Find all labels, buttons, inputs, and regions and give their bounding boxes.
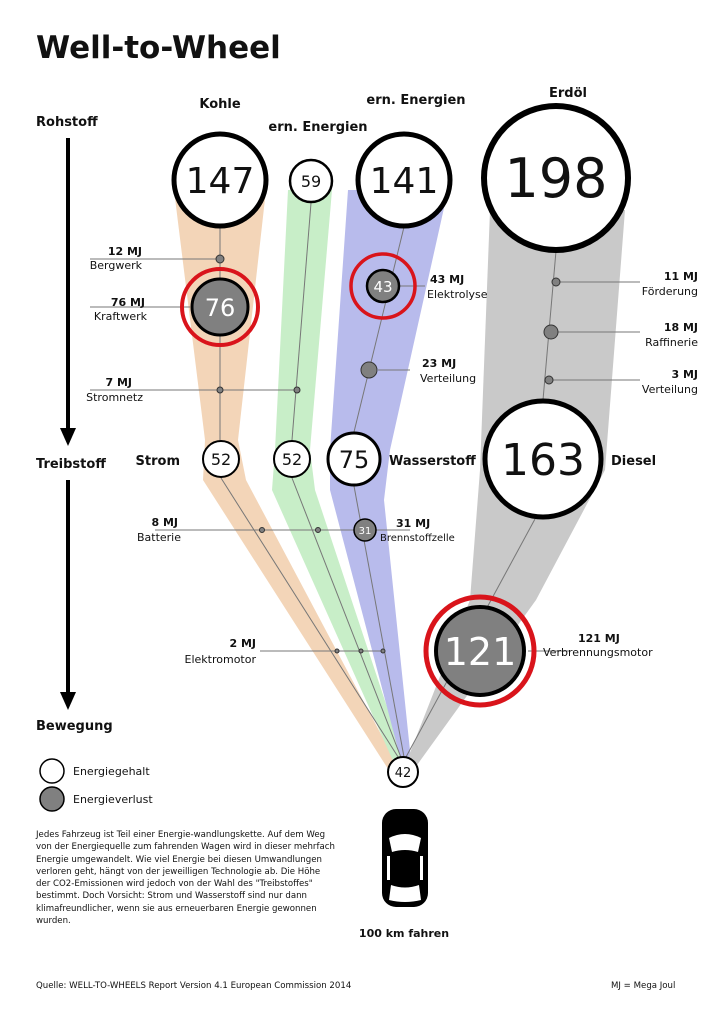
loss-mj-verteilung-oel: 3 MJ <box>671 368 698 381</box>
loss-ring-verbrennungsmotor <box>423 594 537 708</box>
loss-circle-kraftwerk <box>190 277 250 337</box>
loss-circle-elektrolyse <box>365 268 401 304</box>
legend-energy-loss-icon <box>39 786 65 812</box>
fuel-label-wasserstoff: Wasserstoff <box>389 454 476 469</box>
loss-label-bergwerk: Bergwerk <box>90 259 143 272</box>
loss-value-brennstoffzelle: 31 <box>359 526 372 537</box>
loss-label-elektrolyse: Elektrolyse <box>427 288 488 301</box>
energy-circle-ern-1 <box>288 158 334 204</box>
source-label-erdoel: Erdöl <box>549 86 587 101</box>
source-note: Quelle: WELL-TO-WHEELS Report Version 4.… <box>36 981 352 991</box>
source-label-ern-energien-2: ern. Energien <box>366 93 465 108</box>
energy-circle-strom-2 <box>273 440 311 478</box>
loss-circle-verbrennungsmotor <box>434 605 526 697</box>
source-label-kohle: Kohle <box>199 97 240 112</box>
band-wasserstoff <box>330 190 448 772</box>
loss-label-kraftwerk: Kraftwerk <box>94 310 148 323</box>
energy-circle-ern-2 <box>355 131 453 229</box>
loss-label-verteilung-oel: Verteilung <box>642 383 698 396</box>
loss-label-verteilung-h2: Verteilung <box>420 372 476 385</box>
loss-label-foerderung: Förderung <box>642 285 698 298</box>
loss-value-verbrennungsmotor: 121 <box>444 630 517 674</box>
stage-treibstoff: Treibstoff <box>36 457 106 472</box>
fuel-label-strom: Strom <box>136 454 180 469</box>
loss-mj-bergwerk: 12 MJ <box>108 245 142 258</box>
car-label: 100 km fahren <box>359 927 449 940</box>
arrow-down-icon <box>60 692 76 710</box>
arrow-down-icon <box>60 428 76 446</box>
energy-circle-erdoel <box>481 103 631 253</box>
loss-mj-verteilung-h2: 23 MJ <box>422 357 456 370</box>
loss-mj-foerderung: 11 MJ <box>664 270 698 283</box>
energy-value-wasserstoff: 75 <box>339 446 370 474</box>
energy-value-erdoel: 198 <box>504 147 607 210</box>
energy-value-diesel: 163 <box>501 435 585 486</box>
energy-circle-strom-1 <box>202 440 240 478</box>
car-icon <box>382 809 428 907</box>
loss-mj-batterie: 8 MJ <box>151 516 178 529</box>
band-kohle <box>174 190 400 772</box>
loss-label-elektromotor: Elektromotor <box>185 653 257 666</box>
unit-note: MJ = Mega Joul <box>611 981 676 991</box>
band-ern-strom <box>272 190 408 772</box>
loss-mj-elektrolyse: 43 MJ <box>430 273 464 286</box>
fuel-label-diesel: Diesel <box>611 454 656 469</box>
legend-energy-content-icon <box>39 758 65 784</box>
energy-value-ern-1: 59 <box>301 172 321 191</box>
loss-mj-elektromotor: 2 MJ <box>229 637 256 650</box>
energy-circle-kohle <box>171 131 269 229</box>
legend-energy-content-label: Energiegehalt <box>73 765 150 778</box>
legend-energy-loss-label: Energieverlust <box>73 793 153 806</box>
energy-value-strom-2: 52 <box>282 450 302 469</box>
loss-label-stromnetz: Stromnetz <box>86 391 143 404</box>
loss-label-verbrennungsmotor: Verbrennungsmotor <box>543 646 653 659</box>
energy-circle-final <box>387 756 419 788</box>
energy-value-ern-2: 141 <box>370 161 439 202</box>
loss-label-raffinerie: Raffinerie <box>645 336 698 349</box>
loss-ring-kraftwerk <box>180 267 260 347</box>
loss-value-kraftwerk: 76 <box>205 294 236 322</box>
energy-value-kohle: 147 <box>186 161 255 202</box>
loss-label-batterie: Batterie <box>137 531 181 544</box>
loss-mj-raffinerie: 18 MJ <box>664 321 698 334</box>
loss-mj-verbrennungsmotor: 121 MJ <box>578 632 620 645</box>
energy-value-strom-1: 52 <box>211 450 231 469</box>
loss-value-elektrolyse: 43 <box>373 278 392 296</box>
loss-circle-brennstoffzelle <box>353 518 377 542</box>
loss-mj-kraftwerk: 76 MJ <box>111 296 145 309</box>
loss-mj-brennstoffzelle: 31 MJ <box>396 517 430 530</box>
energy-value-final: 42 <box>395 766 412 781</box>
stage-rohstoff: Rohstoff <box>36 115 98 130</box>
energy-circle-wasserstoff <box>326 431 382 487</box>
loss-mj-stromnetz: 7 MJ <box>105 376 132 389</box>
description-text: Jedes Fahrzeug ist Teil einer Energie-wa… <box>36 830 335 927</box>
source-label-ern-energien-1: ern. Energien <box>268 120 367 135</box>
energy-circle-diesel <box>482 398 604 520</box>
loss-dots <box>215 254 561 654</box>
stage-bewegung: Bewegung <box>36 719 113 734</box>
flow-lines <box>90 202 640 761</box>
loss-ring-elektrolyse <box>349 252 417 320</box>
loss-label-brennstoffzelle: Brennstoffzelle <box>380 533 455 544</box>
page-title: Well-to-Wheel <box>36 30 281 66</box>
